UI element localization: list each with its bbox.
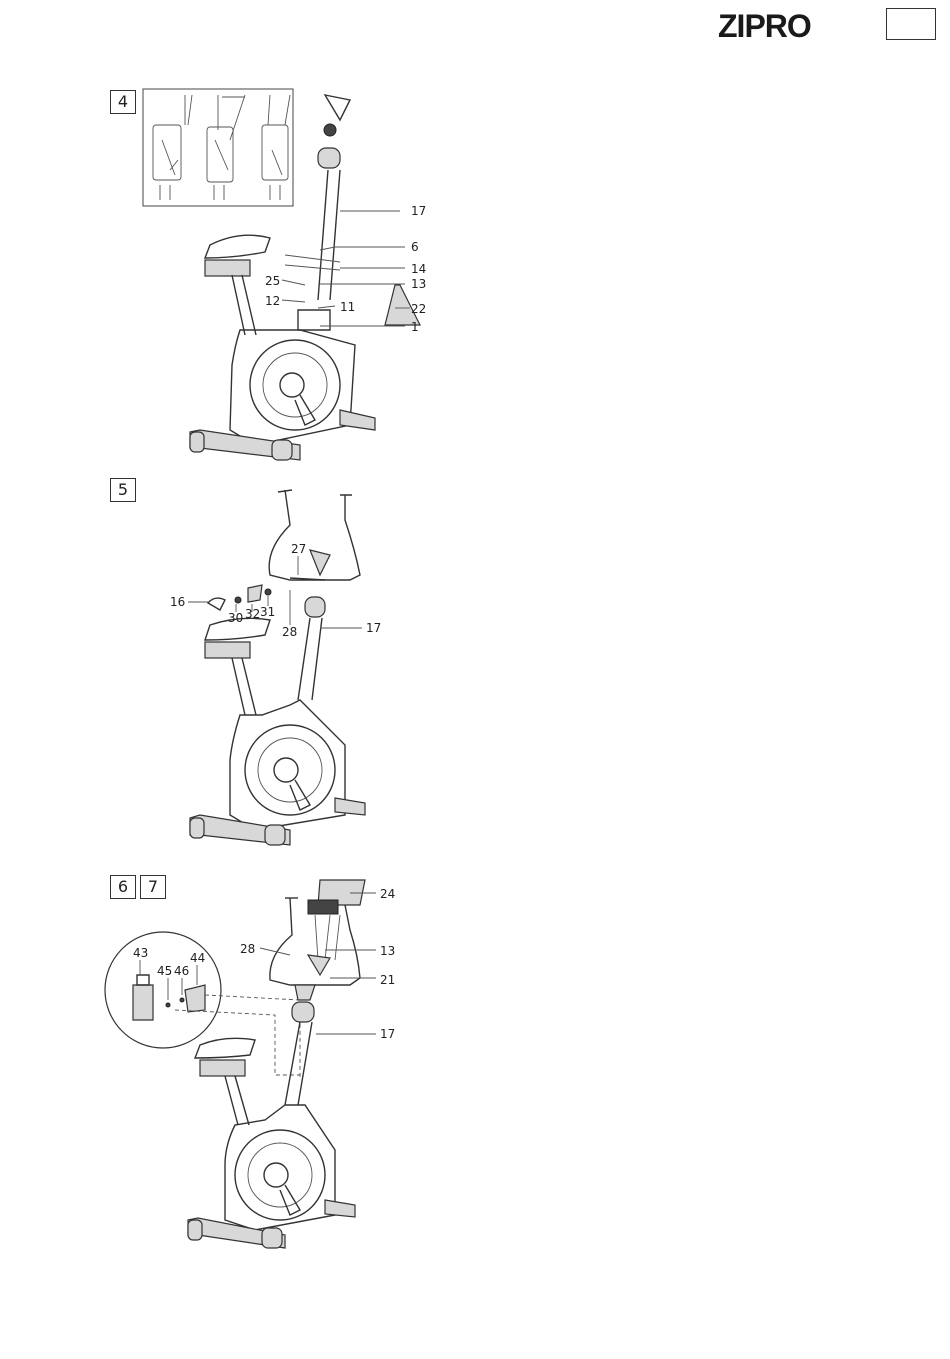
- part-label: 27: [291, 542, 306, 556]
- step-5-figure: [188, 490, 365, 845]
- part-label: 12: [265, 294, 280, 308]
- step-number-box: 5: [110, 478, 136, 502]
- part-label: 43: [133, 946, 148, 960]
- part-label: 13: [411, 277, 426, 291]
- part-label: 22: [411, 302, 426, 316]
- step-number-box: 7: [140, 875, 166, 899]
- part-label: 21: [380, 973, 395, 987]
- part-label: 45: [157, 964, 172, 978]
- part-label: 30: [228, 611, 243, 625]
- step-4-figure: [143, 89, 420, 460]
- step-number-box: 4: [110, 90, 136, 114]
- part-label: 1: [411, 320, 419, 334]
- part-label: 24: [380, 887, 395, 901]
- step-number-box: 6: [110, 875, 136, 899]
- step-6-7-figure: [105, 880, 376, 1248]
- part-label: 11: [340, 300, 355, 314]
- part-label: 28: [282, 625, 297, 639]
- part-label: 31: [260, 605, 275, 619]
- part-label: 13: [380, 944, 395, 958]
- part-label: 17: [411, 204, 426, 218]
- part-label: 17: [366, 621, 381, 635]
- part-label: 25: [265, 274, 280, 288]
- part-label: 28: [240, 942, 255, 956]
- part-label: 44: [190, 951, 205, 965]
- part-label: 32: [245, 607, 260, 621]
- part-label: 6: [411, 240, 419, 254]
- part-label: 14: [411, 262, 426, 276]
- part-label: 16: [170, 595, 185, 609]
- part-label: 46: [174, 964, 189, 978]
- part-label: 17: [380, 1027, 395, 1041]
